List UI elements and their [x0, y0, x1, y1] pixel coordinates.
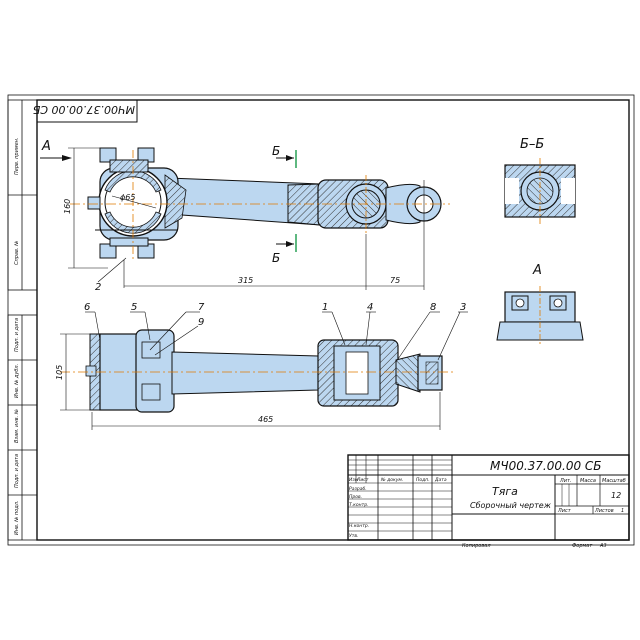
shaft-front [171, 351, 319, 395]
bolt-head-bottom-left [99, 243, 117, 259]
top-dimensions [68, 147, 424, 290]
view-a [496, 286, 584, 346]
section-title: Б–Б [520, 137, 544, 152]
role-ncontrol: Н.контр. [349, 523, 369, 529]
callout-1: 1 [322, 302, 328, 313]
hdr-sign: Подп. [416, 477, 430, 483]
callout-9: 9 [198, 317, 204, 328]
hdr-izm: Изм [349, 477, 359, 483]
dim-length-mid: 315 [238, 276, 253, 285]
front-dimensions [60, 311, 468, 430]
dim-length-total: 465 [258, 415, 273, 424]
strip-label-dup-no: Инв. № дубл. [14, 364, 20, 398]
title-doc-number: МЧ00.37.00.00 СБ [490, 459, 602, 473]
front-view [60, 329, 455, 413]
sheets-label: Листов [594, 508, 614, 514]
footer-copied: Копировал [462, 543, 491, 549]
dim-height-bottom: 105 [55, 365, 64, 380]
section-mark-bottom: Б [272, 251, 280, 265]
hdr-date: Дата [434, 477, 447, 483]
role-checked: Пров. [349, 494, 362, 500]
title-subtitle: Сборочный чертеж [470, 501, 552, 510]
strip-label-sign-date-1: Подп. и дата [14, 318, 20, 352]
tie-rod-end [395, 353, 421, 393]
hdr-list: Лист [356, 477, 369, 483]
bushing-hatch-bottom [104, 211, 162, 234]
role-approved: Утв. [349, 533, 358, 539]
scale-value: 12 [611, 491, 621, 500]
callout-8: 8 [430, 302, 436, 313]
role-tcontrol: Т.контр. [349, 502, 369, 508]
footer-format-label: Формат [572, 543, 593, 549]
callout-3: 3 [460, 302, 466, 313]
bolt-flange-top [109, 159, 149, 173]
strip-label-ref-no: Справ. № [14, 241, 20, 265]
top-view [70, 147, 450, 290]
title-name: Тяга [492, 485, 518, 498]
rotated-doc-box [36, 99, 138, 123]
rotated-doc-number: МЧ00.37.00.00 СБ [33, 103, 135, 116]
strip-label-sign-date-2: Подп. и дата [14, 454, 20, 488]
lit-header: Лит. [559, 478, 572, 484]
callout-7: 7 [198, 302, 205, 313]
section-view [504, 158, 576, 224]
sheet-label: Лист [557, 508, 572, 514]
dim-diameter: ϕ65 [120, 193, 135, 202]
view-a-title: A [532, 263, 542, 278]
left-strip [7, 99, 38, 541]
callout-4: 4 [367, 302, 373, 313]
callout-6: 6 [84, 302, 90, 313]
sheets-value: 1 [621, 508, 624, 514]
callout-2: 2 [95, 282, 101, 293]
hdr-doc: № докум. [380, 477, 403, 483]
dim-offset-right: 75 [390, 276, 400, 285]
callout-5: 5 [131, 302, 137, 313]
dim-height-top: 160 [63, 199, 72, 214]
footer-format-value: A3 [599, 543, 607, 549]
bushing-hatch-top [104, 170, 162, 193]
section-mark-top: Б [272, 144, 280, 158]
title-block [347, 454, 630, 541]
role-developer: Разраб. [349, 486, 367, 492]
bolt-flange-bottom [109, 237, 149, 247]
strip-label-first-use: Перв. примен. [14, 137, 20, 175]
view-arrow-label: A [41, 139, 51, 154]
mass-header: Масса [580, 478, 596, 484]
scale-header: Масштаб [602, 478, 626, 484]
arm-hatched-section [287, 183, 321, 226]
side-screw [87, 196, 101, 210]
strip-label-replace-no: Взам. инв. № [14, 409, 20, 443]
strip-label-orig-no: Инв. № подл. [14, 501, 20, 536]
